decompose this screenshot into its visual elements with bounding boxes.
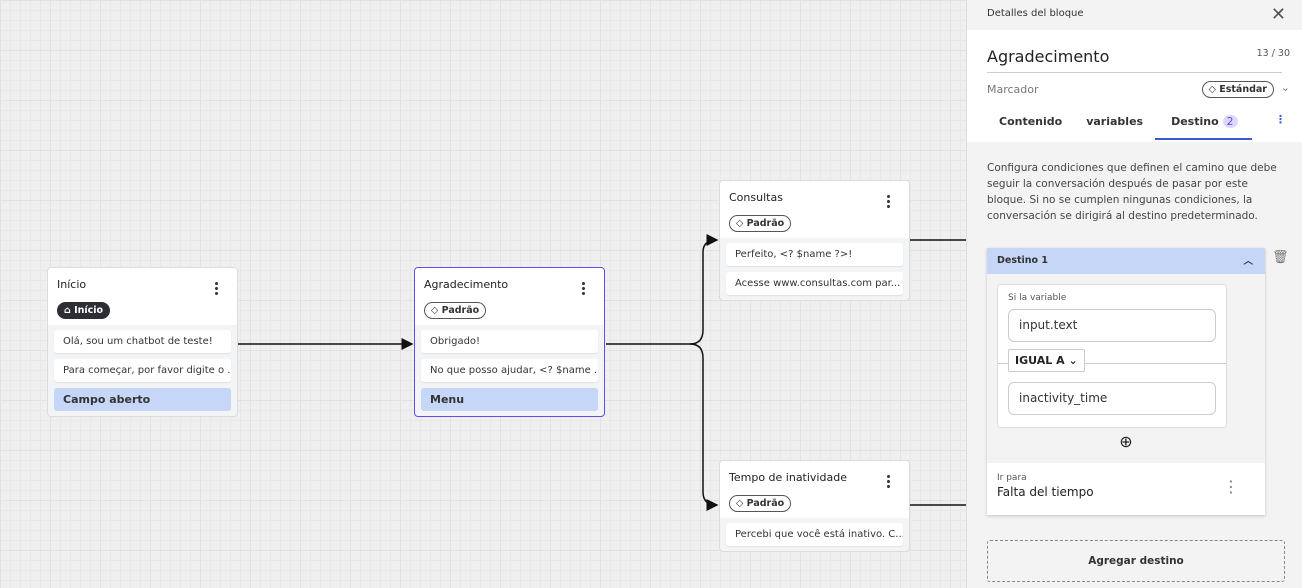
start-tag: ⌂ Início: [57, 302, 111, 319]
node-consultas[interactable]: Consultas ◇ Padrão Perfeito, <? $name ?>…: [719, 180, 910, 301]
block-details-panel: Detalles del bloque ✕ Agradecimento 13 / …: [966, 0, 1302, 588]
input-block[interactable]: Menu: [421, 388, 598, 411]
message[interactable]: Acesse www.consultas.com par...: [726, 272, 903, 295]
panel-header: Detalles del bloque: [987, 8, 1084, 19]
tab-contenido[interactable]: Contenido: [999, 115, 1063, 128]
message[interactable]: Para começar, por favor digite o ...: [54, 359, 231, 382]
add-condition-icon[interactable]: ⊕: [1119, 432, 1133, 451]
tag: ◇ Padrão: [729, 215, 792, 232]
tag: ◇ Padrão: [729, 495, 792, 512]
goto-label: Ir para: [997, 473, 1027, 483]
tab-variables[interactable]: variables: [1086, 115, 1144, 128]
tag-icon: ◇: [431, 305, 442, 316]
node-tempo-inatividade[interactable]: Tempo de inatividade ◇ Padrão Percebi qu…: [719, 460, 910, 552]
destination-card: Destino 1 ︿ Si la variable input.text IGU…: [987, 248, 1265, 515]
close-icon[interactable]: ✕: [1270, 4, 1286, 25]
count-badge: 2: [1222, 115, 1238, 128]
node-inicio[interactable]: Início ⌂ Início Olá, sou um chatbot de t…: [47, 267, 238, 417]
add-destination-button[interactable]: Agregar destino: [987, 540, 1285, 582]
connectors: [238, 234, 966, 511]
condition-label: Si la variable: [1008, 293, 1067, 303]
message[interactable]: Obrigado!: [421, 330, 598, 353]
chevron-down-icon: ⌄: [1068, 354, 1078, 367]
input-block[interactable]: Campo aberto: [54, 388, 231, 411]
tag-icon: ◇: [1208, 84, 1220, 95]
block-name-input[interactable]: Agradecimento: [987, 44, 1282, 73]
variable-input[interactable]: input.text: [1008, 309, 1216, 342]
description: Configura condiciones que definen el cam…: [987, 162, 1277, 222]
more-icon[interactable]: [215, 280, 219, 297]
marker-label: Marcador: [987, 83, 1039, 96]
tag-icon: ◇: [736, 498, 747, 509]
message[interactable]: Olá, sou um chatbot de teste!: [54, 330, 231, 353]
node-title: Agradecimento: [424, 278, 509, 291]
more-icon[interactable]: [582, 280, 586, 297]
value-input[interactable]: inactivity_time: [1008, 382, 1216, 415]
tag: ◇ Padrão: [424, 302, 487, 319]
node-agradecimento[interactable]: Agradecimento ◇ Padrão Obrigado! No que …: [414, 267, 605, 417]
home-icon: ⌂: [64, 305, 75, 316]
message[interactable]: Perfeito, <? $name ?>!: [726, 243, 903, 266]
more-icon[interactable]: [887, 473, 891, 490]
more-vertical-icon[interactable]: ⋮: [1275, 113, 1286, 126]
char-counter: 13 / 30: [1256, 48, 1290, 59]
condition: Si la variable input.text IGUAL A ⌄ inac…: [997, 284, 1227, 428]
connector-agradecimento-consultas: [606, 234, 719, 345]
more-vertical-icon[interactable]: ⋮: [1223, 477, 1239, 496]
chevron-down-icon[interactable]: ⌄: [1280, 81, 1290, 94]
message[interactable]: No que posso ajudar, <? $name ...: [421, 359, 598, 382]
node-title: Tempo de inatividade: [729, 471, 847, 484]
goto-value[interactable]: Falta del tiempo: [997, 485, 1094, 499]
marker-select[interactable]: ◇ Estándar: [1201, 81, 1274, 98]
operator-select[interactable]: IGUAL A ⌄: [1008, 349, 1085, 372]
destination-title: Destino 1: [997, 255, 1048, 266]
trash-icon[interactable]: 🗑: [1272, 250, 1289, 265]
node-title: Início: [57, 278, 87, 291]
tab-destino[interactable]: Destino 2: [1155, 109, 1252, 140]
more-icon[interactable]: [887, 193, 891, 210]
divider: [998, 363, 1226, 364]
tag-icon: ◇: [736, 218, 747, 229]
message[interactable]: Percebi que você está inativo. C...: [726, 523, 903, 546]
chevron-up-icon[interactable]: ︿: [1243, 256, 1253, 267]
connector-agradecimento-tempo: [689, 343, 719, 511]
node-title: Consultas: [729, 191, 783, 204]
